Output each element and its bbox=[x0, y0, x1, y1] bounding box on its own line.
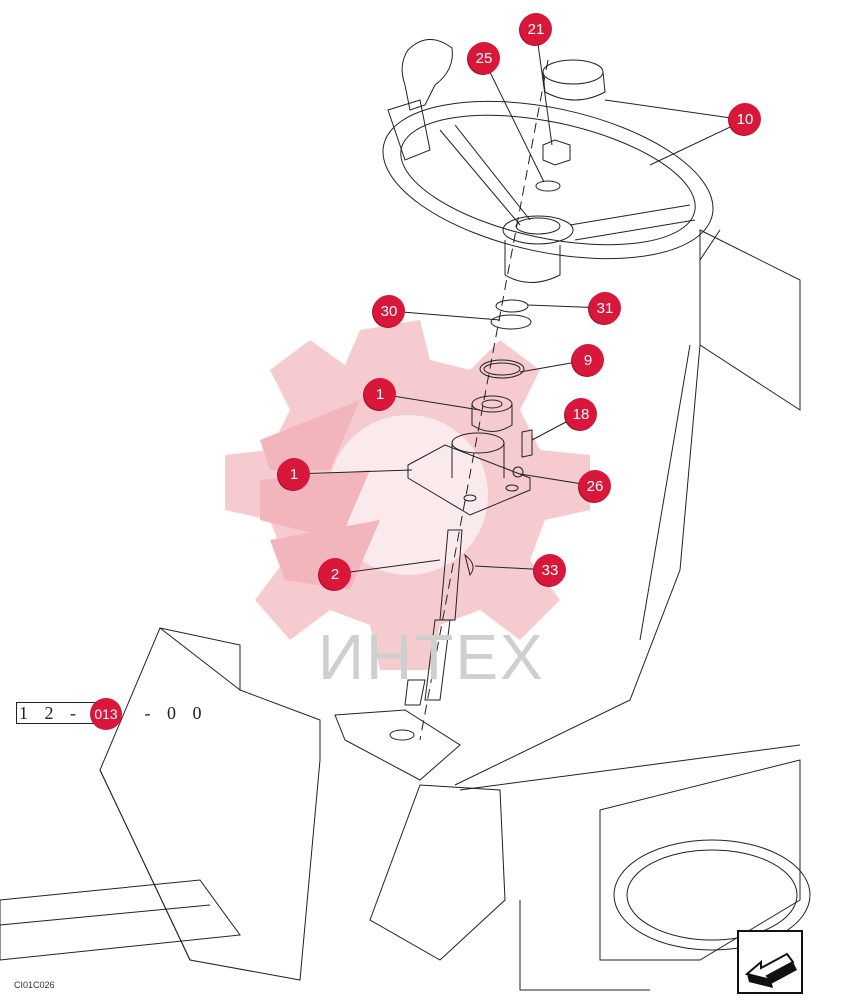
arrow-down-left-icon bbox=[744, 952, 797, 988]
callout-25[interactable]: 25 bbox=[468, 42, 500, 74]
callout-18[interactable]: 18 bbox=[565, 398, 597, 430]
line-art bbox=[0, 29, 811, 991]
callout-9[interactable]: 9 bbox=[572, 344, 604, 376]
callout-2[interactable]: 2 bbox=[319, 558, 351, 590]
flange-plate bbox=[407, 444, 531, 516]
steering-column-top bbox=[504, 240, 561, 283]
callout-10[interactable]: 10 bbox=[729, 103, 761, 135]
spinner-knob bbox=[401, 39, 453, 111]
assembly-code-callout[interactable]: 013 bbox=[90, 698, 122, 730]
callout-1-bushing[interactable]: 1 bbox=[364, 378, 396, 410]
assembly-code-suffix: - 0 0 bbox=[144, 703, 208, 723]
assembly-code-prefix: 1 2 - 0 bbox=[16, 702, 111, 724]
callout-31[interactable]: 31 bbox=[589, 292, 621, 324]
drawing-id: CI01C026 bbox=[14, 980, 55, 990]
callout-1-flange[interactable]: 1 bbox=[278, 458, 310, 490]
callout-26[interactable]: 26 bbox=[579, 470, 611, 502]
steering-wheel-rim bbox=[382, 100, 714, 260]
watermark-text: ИНТЕХ bbox=[318, 621, 545, 693]
nut-21 bbox=[542, 139, 571, 166]
callout-30[interactable]: 30 bbox=[373, 295, 405, 327]
back-navigation-button[interactable] bbox=[737, 930, 803, 994]
assembly-code-label: 1 2 - 0 - 0 0 bbox=[16, 702, 208, 724]
callout-21[interactable]: 21 bbox=[520, 13, 552, 45]
washer-25 bbox=[535, 180, 561, 192]
callout-33[interactable]: 33 bbox=[534, 554, 566, 586]
watermark-gear bbox=[225, 320, 590, 670]
steering-hub bbox=[502, 215, 574, 245]
